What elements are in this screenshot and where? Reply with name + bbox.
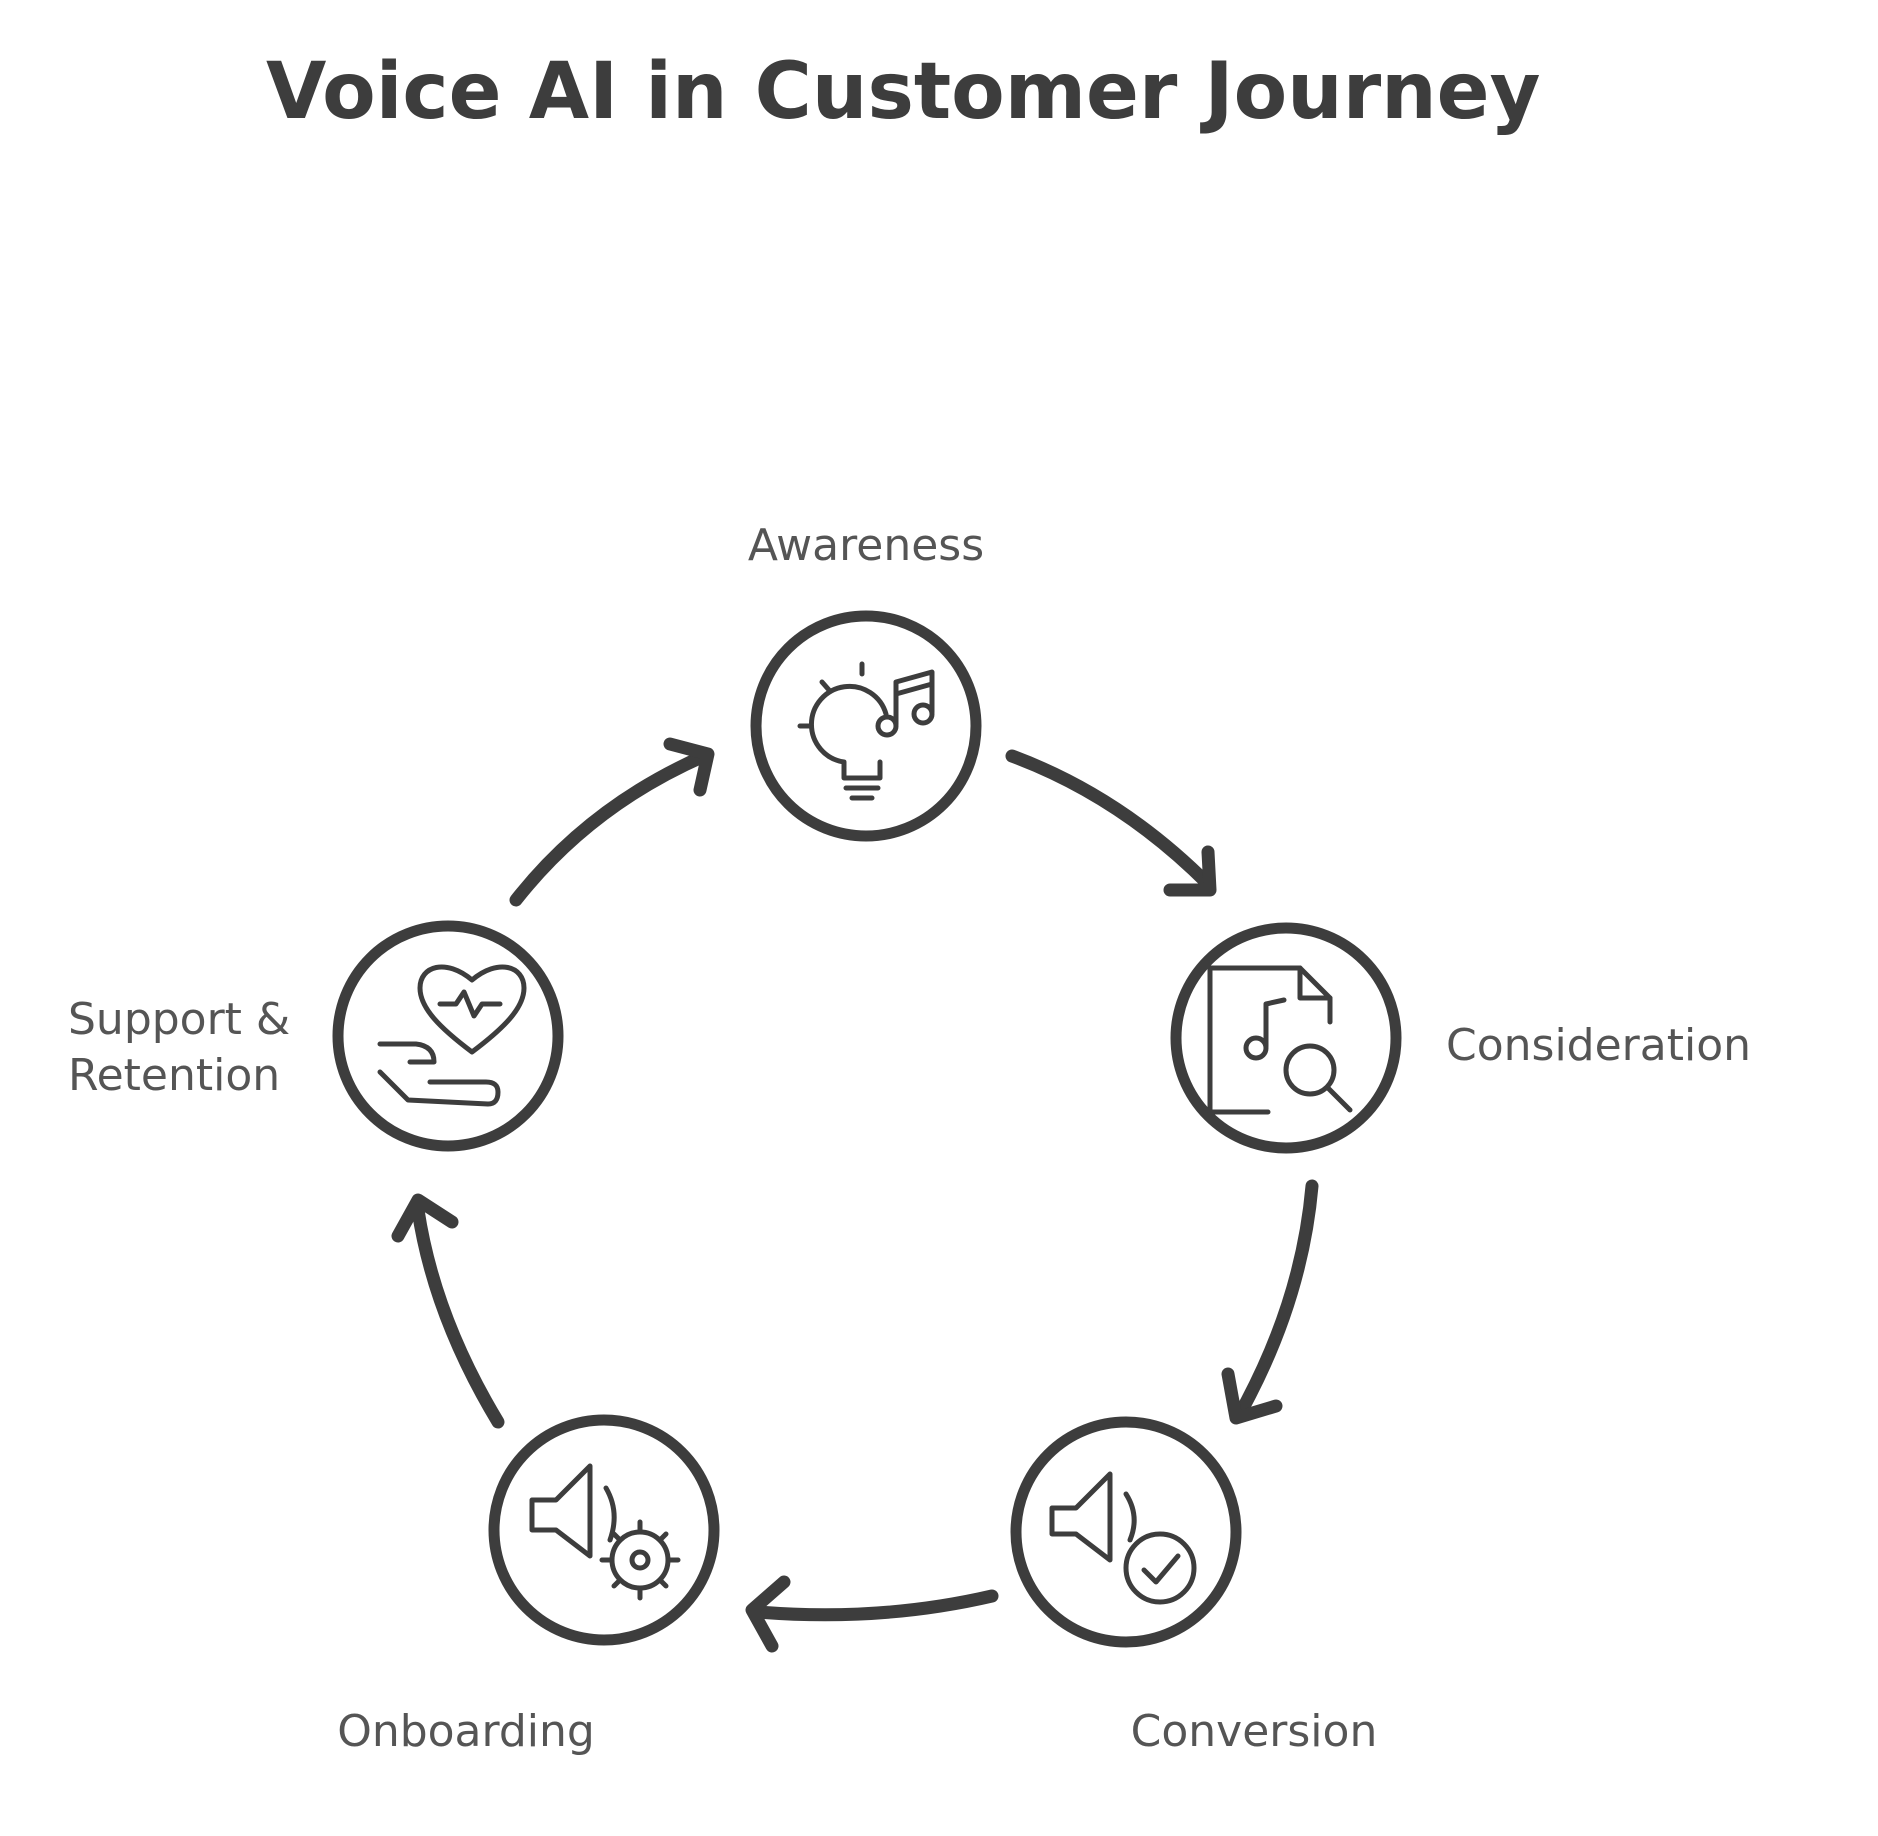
node-circle-conversion <box>1010 1416 1242 1648</box>
stage-label-consideration: Consideration <box>1446 1020 1751 1071</box>
stage-conversion: Conversion <box>1010 1416 1378 1757</box>
node-circle-onboarding <box>488 1414 720 1646</box>
stage-label-awareness: Awareness <box>748 520 984 571</box>
node-circle-consideration <box>1170 922 1402 1154</box>
lightbulb-music-note-icon <box>797 661 935 801</box>
stage-support-retention: Support & Retention <box>68 920 564 1152</box>
stage-onboarding: Onboarding <box>337 1414 720 1757</box>
speaker-checkmark-icon <box>1049 1471 1197 1605</box>
hand-heart-pulse-icon <box>377 964 527 1107</box>
arrow-awareness-to-consideration <box>1005 749 1217 897</box>
stage-label-support: Support & <box>68 994 290 1045</box>
arrow-consideration-to-conversion <box>1221 1179 1319 1425</box>
stage-awareness: Awareness <box>748 520 984 842</box>
speaker-gear-icon <box>529 1463 681 1601</box>
stage-label-retention: Retention <box>68 1050 280 1101</box>
arrow-conversion-to-onboarding <box>745 1575 999 1653</box>
arrow-onboarding-to-support <box>391 1193 505 1429</box>
node-circle-awareness <box>750 610 982 842</box>
node-circle-support-retention <box>332 920 564 1152</box>
arrow-support-to-awareness <box>509 737 715 907</box>
stage-consideration: Consideration <box>1170 922 1751 1154</box>
cycle-arrows <box>391 737 1319 1653</box>
stage-label-conversion: Conversion <box>1131 1706 1378 1757</box>
diagram-title: Voice AI in Customer Journey <box>266 47 1540 137</box>
stage-label-onboarding: Onboarding <box>337 1706 595 1757</box>
music-document-search-icon <box>1207 965 1353 1115</box>
